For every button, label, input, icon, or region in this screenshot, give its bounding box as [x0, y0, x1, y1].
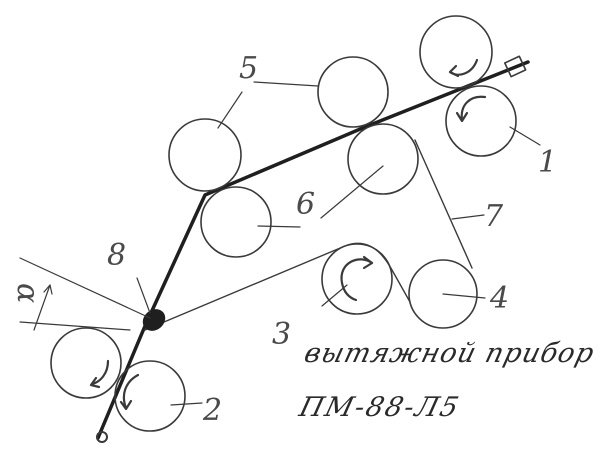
roller-2 [114, 360, 186, 432]
roller-6-right [347, 123, 419, 195]
arrow-2-head [119, 399, 133, 411]
roller-2-left [50, 327, 122, 399]
roller-top-right [419, 15, 493, 89]
label-6: 6 [296, 187, 315, 222]
dimension-line-a [19, 257, 151, 319]
label-5: 5 [239, 51, 258, 86]
leader-8 [136, 277, 151, 314]
label-8: 8 [107, 238, 126, 273]
label-1: 1 [538, 145, 557, 180]
thread-line [96, 60, 530, 440]
roller-5-left [168, 118, 242, 192]
arrow-3-head [362, 255, 374, 270]
arrow-1 [460, 95, 487, 122]
leader-5b [217, 91, 243, 129]
label-7: 7 [484, 199, 504, 234]
caption-model-code: ПМ-88-Л5 [296, 392, 464, 423]
apron-belt-right [414, 139, 473, 269]
leader-6a [320, 165, 384, 219]
bar-8-blob [142, 309, 166, 331]
leader-2 [170, 402, 203, 406]
thread-start-ring [96, 431, 108, 443]
caption-device-name: вытяжной прибор [301, 338, 598, 369]
roller-5-top [317, 56, 389, 128]
arrow-2 [122, 373, 140, 410]
arrow-2-left [90, 359, 110, 386]
roller-4 [408, 259, 478, 329]
apron-belt [144, 242, 411, 331]
leader-1 [509, 126, 541, 146]
arrow-2-left-head [89, 376, 101, 389]
dimension-arrow-head [43, 284, 53, 295]
roller-6-left [200, 186, 272, 258]
roller-1 [445, 85, 517, 157]
thread-guide-square [503, 55, 527, 78]
arrow-3 [340, 258, 374, 302]
dimension-arrow [33, 284, 51, 331]
label-3: 3 [272, 317, 291, 352]
label-4: 4 [489, 281, 509, 316]
leader-3 [321, 284, 348, 307]
leader-6b [257, 225, 301, 228]
arrow-top-right-head [448, 64, 460, 78]
label-alpha: α [10, 283, 45, 303]
dimension-line-b [19, 321, 131, 331]
arrow-1-head [455, 111, 469, 123]
leader-7 [451, 214, 485, 220]
leader-5a [253, 81, 319, 87]
label-2: 2 [202, 393, 222, 428]
leader-4 [442, 293, 486, 299]
